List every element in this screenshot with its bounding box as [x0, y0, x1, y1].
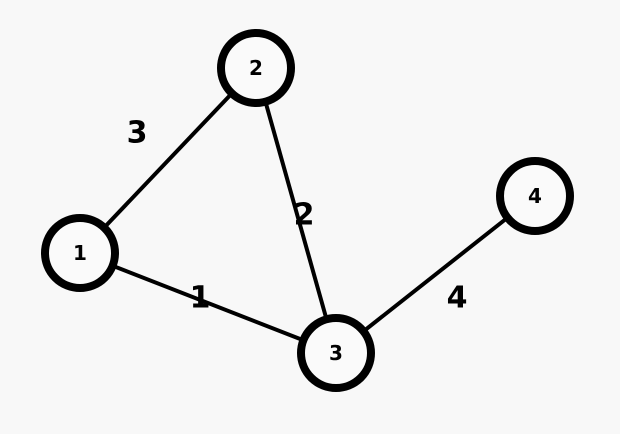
graph-node-label-4: 4: [528, 184, 542, 208]
graph-node-1: [41, 214, 119, 292]
edge-weight-label-1-3: 1: [190, 281, 211, 316]
edge-weight-label-1-2: 3: [127, 116, 148, 151]
graph-node-3: [297, 314, 375, 392]
edge-weight-label-3-4: 4: [447, 281, 468, 316]
graph-edge-3-4: [334, 194, 537, 355]
graph-node-2: [217, 29, 295, 107]
graph-node-label-3: 3: [329, 341, 343, 365]
graph-node-label-1: 1: [73, 241, 87, 265]
graph-edge-1-2: [78, 66, 258, 255]
graph-edge-1-3: [79, 251, 337, 355]
graph-node-label-2: 2: [249, 56, 263, 80]
graph-edge-2-3: [254, 67, 338, 354]
edge-weight-label-2-3: 2: [294, 198, 315, 233]
graph-node-4: [496, 157, 574, 235]
